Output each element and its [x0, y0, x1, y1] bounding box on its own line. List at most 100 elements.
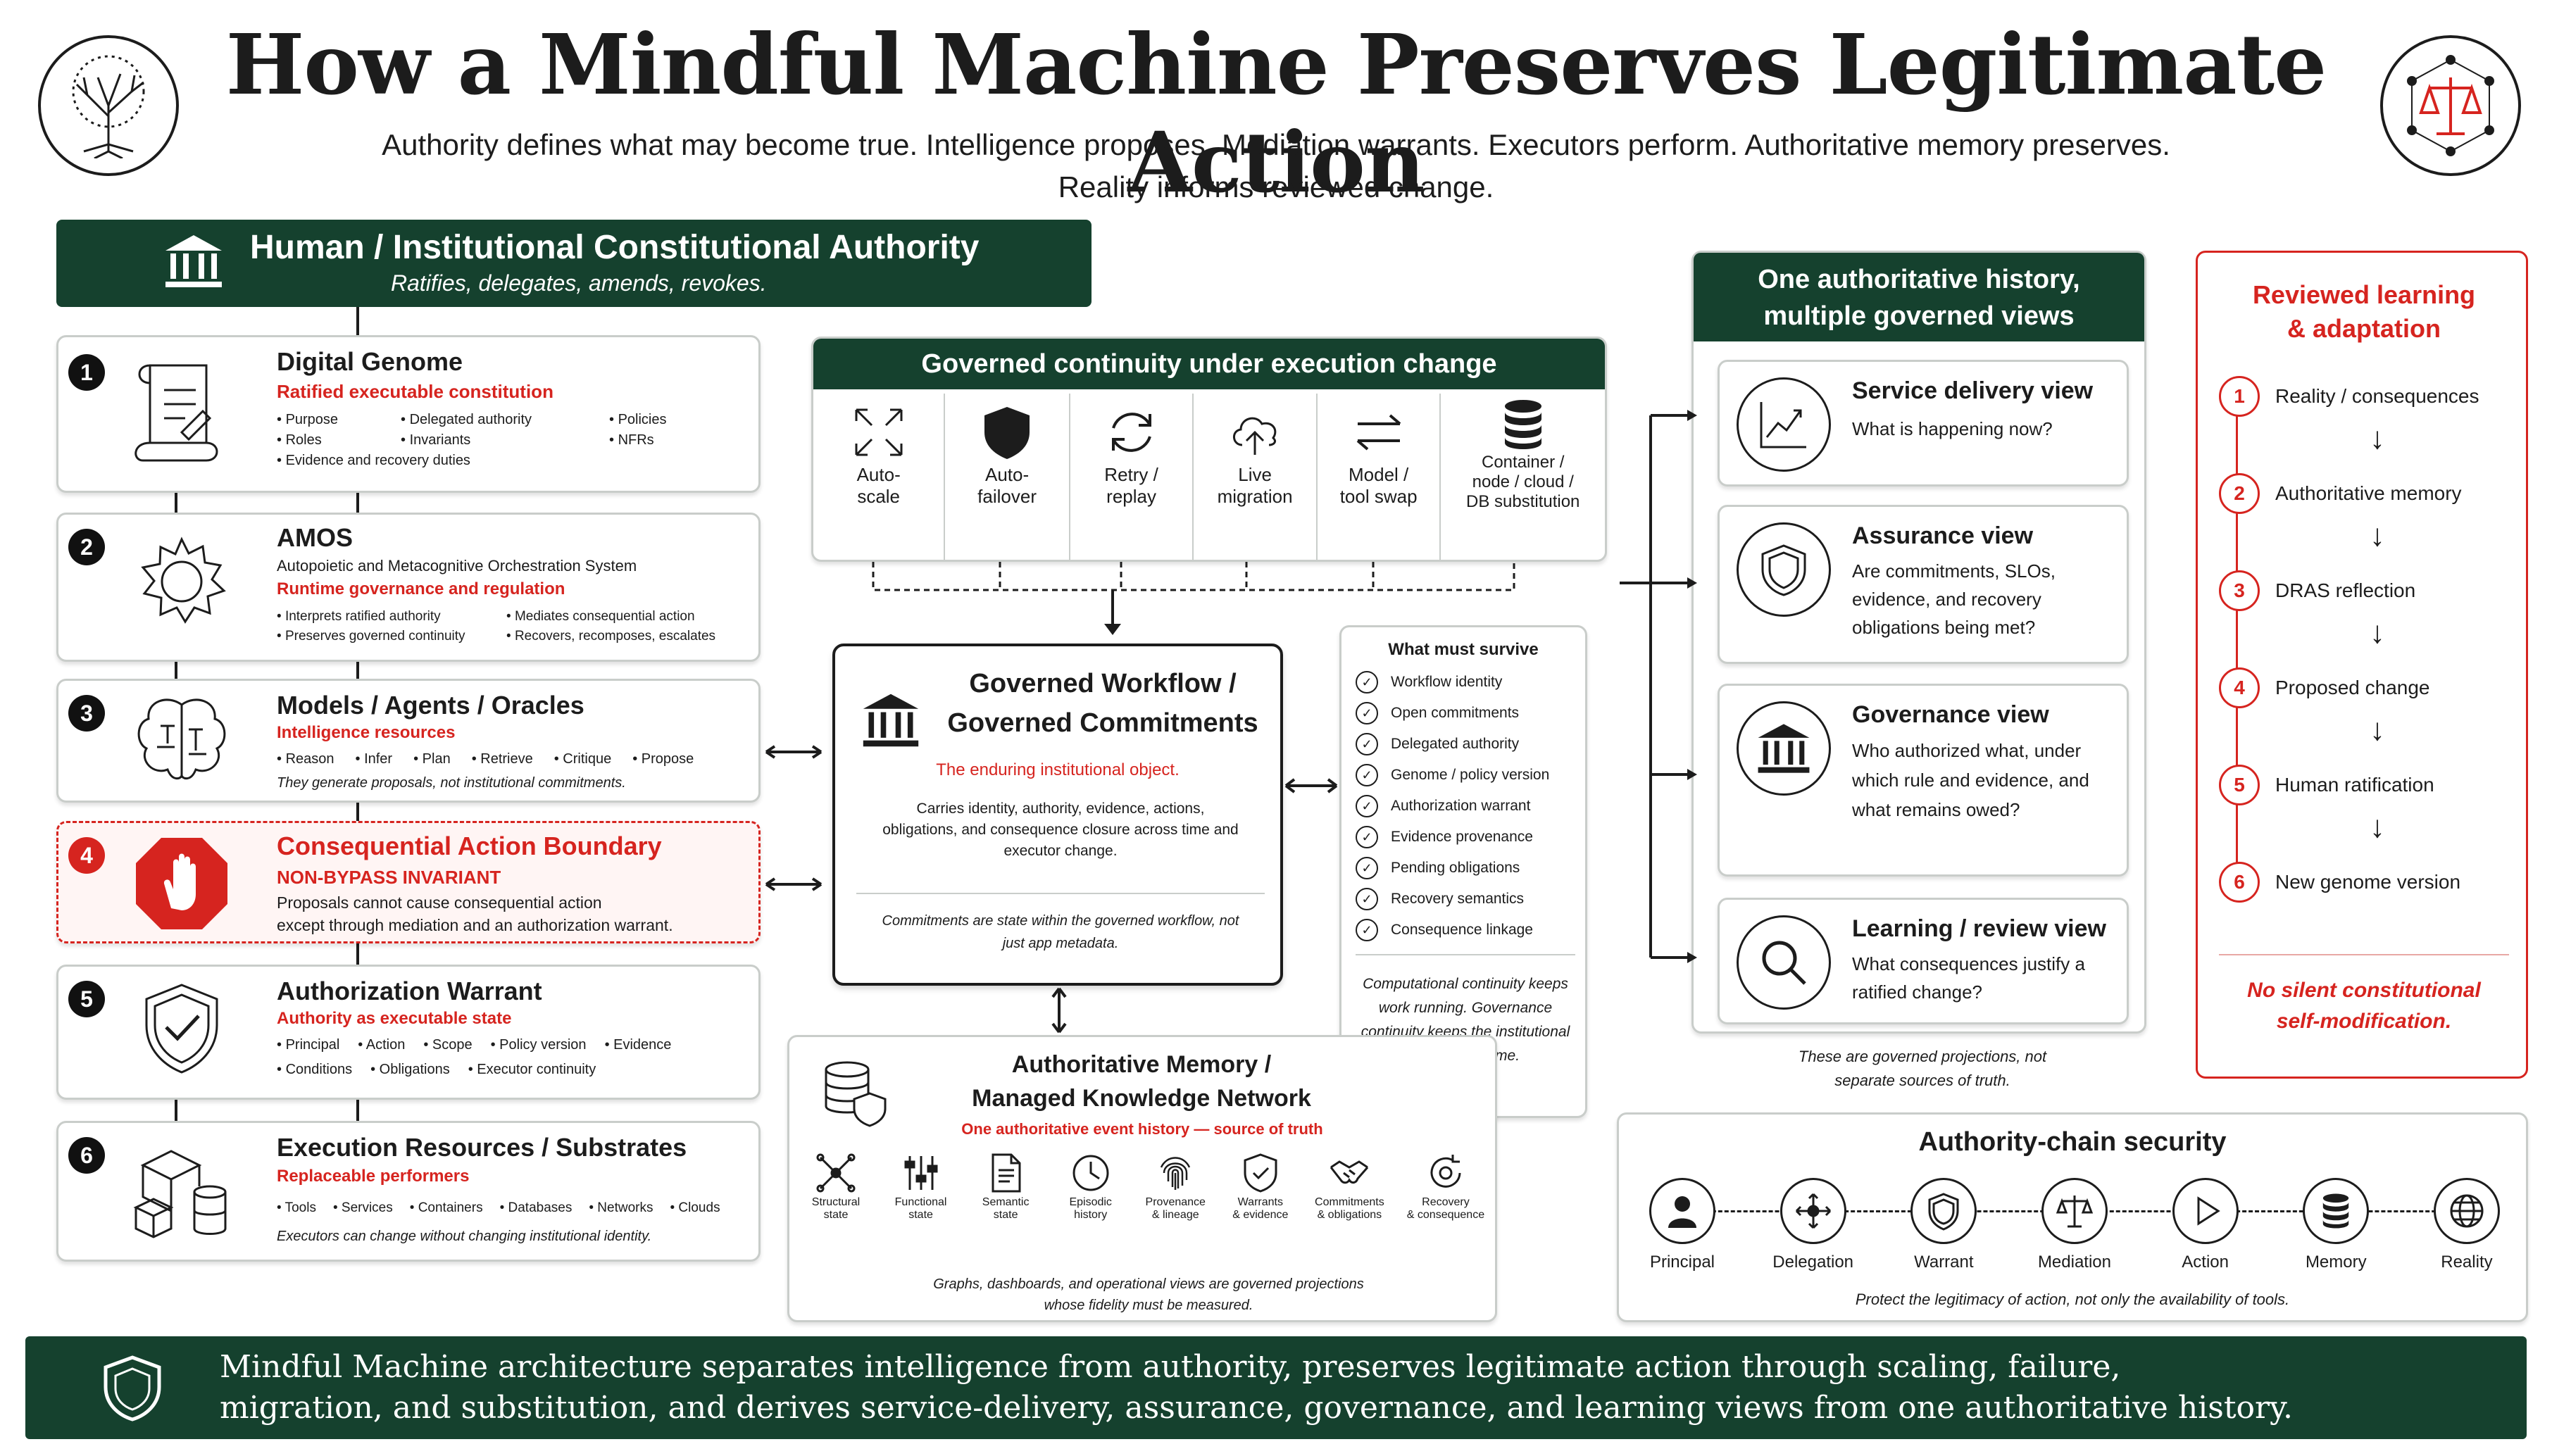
memory-tile: Warrants& evidence — [1221, 1150, 1300, 1222]
layer-description-line1: Proposals cannot cause consequential act… — [277, 893, 602, 912]
check-icon: ✓ — [1356, 795, 1378, 817]
check-icon: ✓ — [1356, 671, 1378, 694]
tile-label: tool swap — [1339, 486, 1418, 507]
bullet: Databases — [500, 1200, 573, 1216]
check-icon: ✓ — [1356, 733, 1378, 755]
bullet: Purpose — [277, 412, 382, 428]
clock-icon — [1072, 1155, 1109, 1191]
document-icon — [992, 1153, 1021, 1193]
chart-icon — [1737, 377, 1831, 472]
layer-subtitle: Ratified executable constitution — [277, 381, 553, 402]
institution-icon — [165, 235, 222, 287]
tile-model-swap: Model / tool swap — [1318, 394, 1441, 560]
database-icon — [2303, 1178, 2370, 1244]
layer-subtitle: Runtime governance and regulation — [277, 579, 565, 598]
shield-check-icon — [145, 984, 218, 1074]
tile-label: Live — [1238, 464, 1272, 485]
scales-logo — [2380, 35, 2521, 176]
survive-item: ✓Workflow identity — [1356, 667, 1549, 698]
swap-icon — [1356, 414, 1401, 451]
refresh-icon — [1111, 413, 1151, 452]
sliders-icon — [904, 1156, 938, 1190]
tile-auto-scale: Auto- scale — [813, 394, 946, 560]
view-title: Service delivery view — [1852, 377, 2094, 404]
layer-number: 1 — [68, 354, 105, 391]
database-icon — [1504, 400, 1541, 449]
layer-subtitle: Intelligence resources — [277, 723, 456, 742]
view-desc: What is happening now? — [1852, 418, 2053, 439]
bullet: Conditions — [277, 1062, 353, 1078]
chain-item-action: Action — [2156, 1178, 2255, 1272]
layer-subtitle: NON-BYPASS INVARIANT — [277, 867, 501, 888]
tree-logo — [38, 35, 179, 176]
memory-tile: Commitments& obligations — [1306, 1150, 1393, 1222]
layer-digital-genome: 1 Digital Genome Ratified executable con… — [56, 335, 761, 493]
layer-models: 3 Models / Agents / Oracles Intelligence… — [56, 679, 761, 803]
double-arrow-vertical — [1051, 987, 1067, 1034]
page-title: How a Mindful Machine Preserves Legitima… — [225, 15, 2327, 211]
bullet: Tools — [277, 1200, 316, 1216]
check-icon: ✓ — [1356, 857, 1378, 879]
tile-label: Container / — [1482, 453, 1565, 472]
authority-title: Human / Institutional Constitutional Aut… — [250, 229, 980, 266]
bullet: Retrieve — [472, 751, 532, 767]
survive-item: ✓Evidence provenance — [1356, 822, 1549, 853]
chain-items: Principal Delegation Warrant Mediation A… — [1633, 1178, 2516, 1272]
tile-label: Auto- — [985, 464, 1030, 485]
layer-bullets: Reason Infer Plan Retrieve Critique Prop… — [277, 751, 756, 767]
layer-bullets: Interprets ratified authority Mediates c… — [277, 609, 756, 644]
bullet: Evidence and recovery duties — [277, 453, 470, 469]
chain-panel: Authority-chain security Principal Deleg… — [1617, 1112, 2528, 1322]
workflow-description: Carries identity, authority, evidence, a… — [882, 801, 1239, 859]
view-desc: What consequences justify a ratified cha… — [1852, 953, 2085, 1003]
page-subtitle-line1: Authority defines what may become true. … — [382, 128, 2170, 161]
layer-title: Execution Resources / Substrates — [277, 1133, 687, 1162]
authority-banner: Human / Institutional Constitutional Aut… — [56, 220, 1092, 307]
chain-item-delegation: Delegation — [1764, 1178, 1863, 1272]
memory-note: Graphs, dashboards, and operational view… — [933, 1276, 1364, 1313]
survive-item: ✓Open commitments — [1356, 698, 1549, 729]
continuity-tiles: Auto- scale Auto- failover Retry / repla… — [813, 394, 1605, 560]
layer-bullets: Purpose Delegated authority Policies Rol… — [277, 412, 742, 469]
view-title: Governance view — [1852, 701, 2049, 728]
person-icon — [1649, 1178, 1715, 1244]
bullet: Plan — [413, 751, 451, 767]
check-icon: ✓ — [1356, 826, 1378, 848]
layer-title: Models / Agents / Oracles — [277, 691, 584, 720]
network-icon — [816, 1153, 856, 1193]
chain-item-memory: Memory — [2287, 1178, 2385, 1272]
learning-title: Reviewed learning & adaptation — [2252, 280, 2476, 343]
bullet: Recovers, recomposes, escalates — [506, 629, 715, 644]
bullet: Networks — [589, 1200, 653, 1216]
chain-title: Authority-chain security — [1918, 1127, 2227, 1157]
bullet: Delegated authority — [401, 412, 591, 428]
bullet: Principal — [277, 1037, 340, 1053]
layer-bullets: Tools Services Containers Databases Netw… — [277, 1200, 756, 1216]
globe-icon — [2433, 1178, 2500, 1244]
gear-icon — [141, 536, 226, 624]
memory-tile: Provenance& lineage — [1136, 1150, 1215, 1222]
authority-subtitle: Ratifies, delegates, amends, revokes. — [391, 270, 767, 296]
views-panel: One authoritative history, multiple gove… — [1691, 251, 2146, 1034]
chain-note: Protect the legitimacy of action, not on… — [1855, 1291, 2290, 1308]
double-arrow — [1284, 778, 1338, 793]
play-icon — [2172, 1178, 2239, 1244]
layer-warrant: 5 Authorization Warrant Authority as exe… — [56, 965, 761, 1100]
workflow-note: Commitments are state within the governe… — [882, 913, 1239, 951]
bullet: Mediates consequential action — [506, 609, 695, 625]
memory-title-line1: Authoritative Memory / — [1011, 1051, 1272, 1078]
bullet: Infer — [356, 751, 392, 767]
database-shield-icon — [825, 1061, 887, 1127]
chain-item-reality: Reality — [2417, 1178, 2516, 1272]
continuity-connectors — [872, 562, 1515, 635]
bullet: Preserves governed continuity — [277, 629, 488, 644]
memory-subtitle: One authoritative event history — source… — [961, 1120, 1323, 1138]
